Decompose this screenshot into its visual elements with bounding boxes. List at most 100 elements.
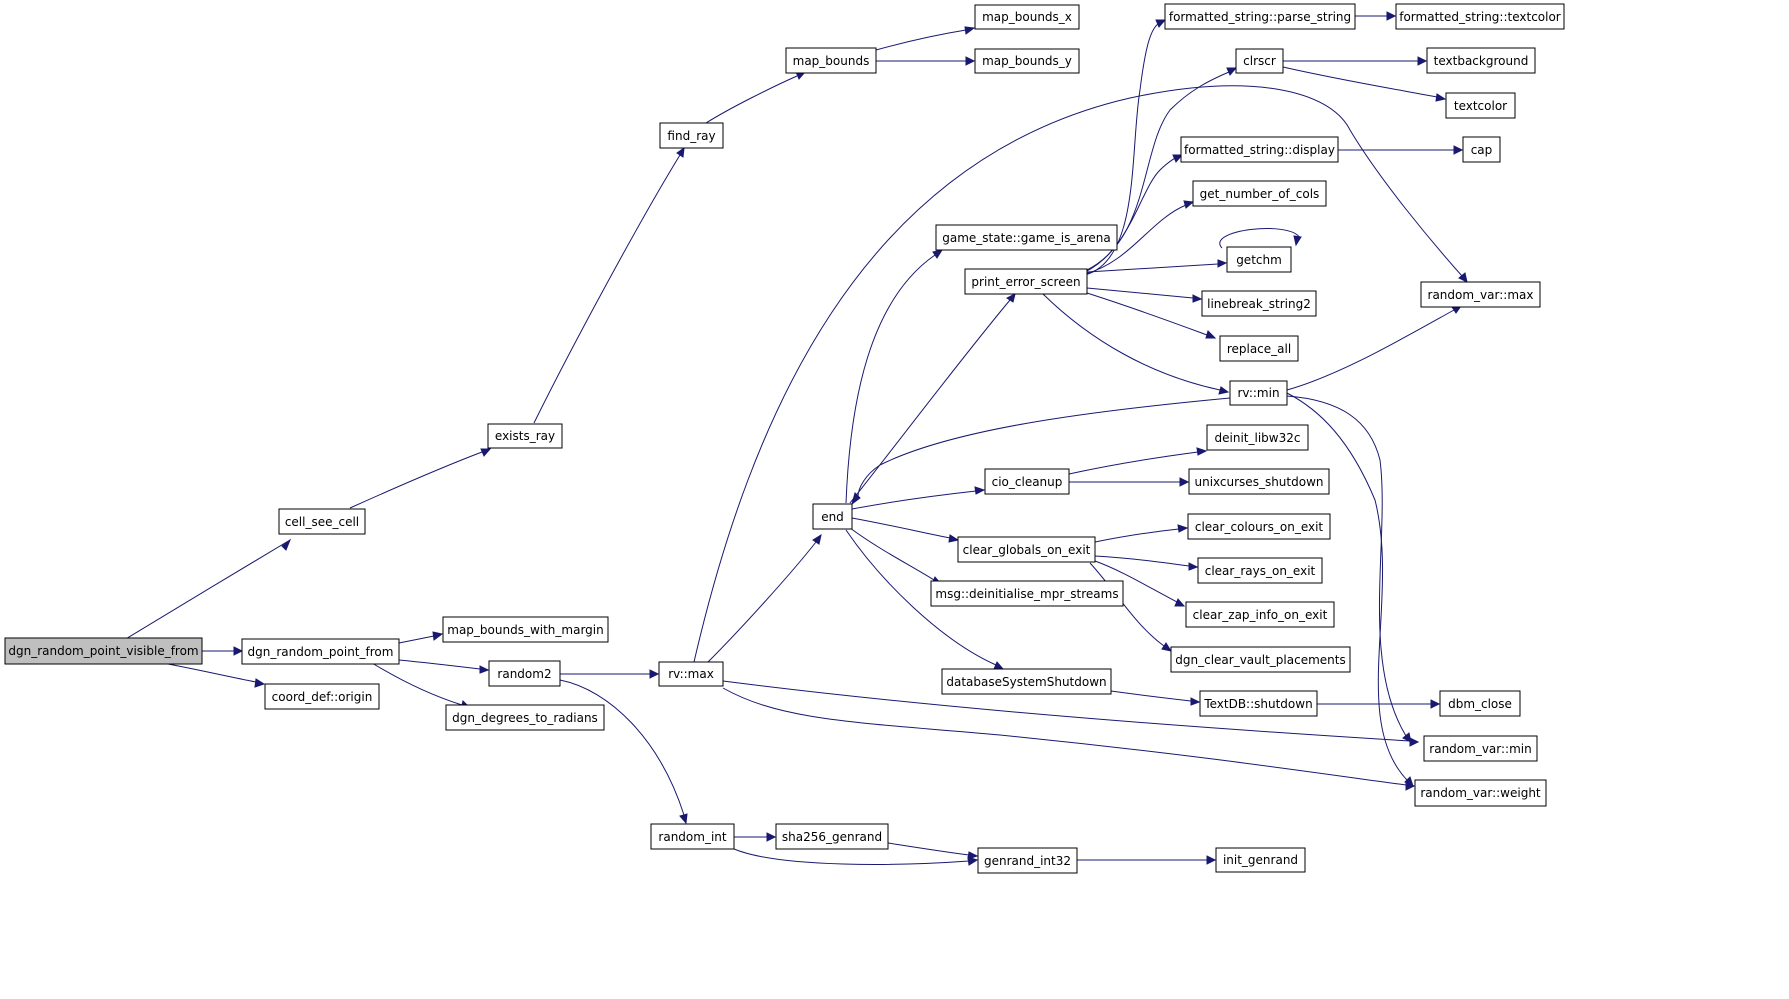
- svg-text:random_var::min: random_var::min: [1429, 742, 1531, 756]
- node-database-system-shutdown[interactable]: databaseSystemShutdown: [941, 668, 1112, 695]
- node-clear-colours-on-exit[interactable]: clear_colours_on_exit: [1187, 513, 1331, 540]
- edge-end-print_error_screen: [849, 293, 1016, 504]
- svg-text:random2: random2: [497, 667, 551, 681]
- edge-print_error_screen-getchm: [1086, 259, 1228, 273]
- svg-text:databaseSystemShutdown: databaseSystemShutdown: [946, 675, 1106, 689]
- node-dgn-degrees-to-radians[interactable]: dgn_degrees_to_radians: [445, 704, 605, 731]
- node-unixcurses-shutdown[interactable]: unixcurses_shutdown: [1188, 468, 1330, 495]
- svg-text:clrscr: clrscr: [1243, 54, 1276, 68]
- edge-end-clear_globals_on_exit: [851, 517, 960, 543]
- svg-text:clear_colours_on_exit: clear_colours_on_exit: [1195, 520, 1324, 534]
- edge-rv_min-random_var_min: [1286, 395, 1412, 743]
- node-clrscr[interactable]: clrscr: [1235, 48, 1284, 74]
- svg-text:dgn_random_point_visible_from: dgn_random_point_visible_from: [8, 644, 198, 658]
- svg-text:random_int: random_int: [658, 830, 726, 844]
- node-init-genrand[interactable]: init_genrand: [1215, 847, 1306, 873]
- node-random-var-weight[interactable]: random_var::weight: [1414, 779, 1547, 807]
- svg-text:clear_zap_info_on_exit: clear_zap_info_on_exit: [1193, 608, 1328, 622]
- edge-genrand_int32-init_genrand: [1077, 855, 1217, 865]
- node-print-error-screen[interactable]: print_error_screen: [964, 268, 1088, 295]
- node-clear-rays-on-exit[interactable]: clear_rays_on_exit: [1197, 557, 1323, 584]
- edge-clrscr-textcolor: [1282, 66, 1447, 102]
- node-clear-zap-info-on-exit[interactable]: clear_zap_info_on_exit: [1185, 601, 1335, 628]
- edge-clear_globals_on_exit-dgn_clear_vault_placements: [1089, 562, 1173, 652]
- edge-print_error_screen-get_number_of_cols: [1084, 200, 1195, 275]
- node-random-int[interactable]: random_int: [650, 823, 735, 850]
- node-exists-ray[interactable]: exists_ray: [487, 423, 563, 449]
- edge-clear_globals_on_exit-clear_colours_on_exit: [1094, 524, 1189, 543]
- node-clear-globals-on-exit[interactable]: clear_globals_on_exit: [957, 536, 1096, 563]
- node-dgn-random-point-visible-from[interactable]: dgn_random_point_visible_from: [4, 637, 203, 665]
- svg-text:sha256_genrand: sha256_genrand: [782, 830, 882, 844]
- node-rv-min[interactable]: rv::min: [1229, 380, 1288, 406]
- node-get-number-of-cols[interactable]: get_number_of_cols: [1192, 180, 1327, 207]
- node-cell-see-cell[interactable]: cell_see_cell: [278, 508, 366, 535]
- node-dgn-clear-vault-placements[interactable]: dgn_clear_vault_placements: [1170, 646, 1351, 673]
- svg-text:coord_def::origin: coord_def::origin: [272, 690, 373, 704]
- svg-text:map_bounds_x: map_bounds_x: [982, 10, 1072, 24]
- edge-map_bounds-map_bounds_x: [875, 26, 976, 51]
- node-dgn-random-point-from[interactable]: dgn_random_point_from: [241, 638, 400, 665]
- edge-clear_globals_on_exit-clear_rays_on_exit: [1094, 555, 1199, 571]
- svg-text:dgn_degrees_to_radians: dgn_degrees_to_radians: [452, 711, 598, 725]
- node-parse-string[interactable]: formatted_string::parse_string: [1164, 3, 1356, 30]
- node-map-bounds-with-margin[interactable]: map_bounds_with_margin: [442, 616, 609, 643]
- edge-random2-random_int: [559, 679, 688, 825]
- edge-dgn_random_point_from-map_bounds_with_margin: [398, 631, 444, 644]
- svg-text:get_number_of_cols: get_number_of_cols: [1200, 187, 1320, 201]
- svg-text:genrand_int32: genrand_int32: [984, 854, 1071, 868]
- node-random-var-max[interactable]: random_var::max: [1420, 281, 1541, 308]
- svg-text:end: end: [821, 510, 844, 524]
- node-genrand-int32[interactable]: genrand_int32: [977, 847, 1078, 874]
- node-game-is-arena[interactable]: game_state::game_is_arena: [935, 224, 1118, 251]
- node-end[interactable]: end: [812, 503, 853, 530]
- svg-text:TextDB::shutdown: TextDB::shutdown: [1203, 697, 1312, 711]
- node-coord-def-origin[interactable]: coord_def::origin: [264, 683, 380, 710]
- edge-random2-rv_max: [560, 669, 660, 679]
- node-deinitialise-mpr-streams[interactable]: msg::deinitialise_mpr_streams: [930, 580, 1124, 607]
- edge-print_error_screen-linebreak_string2: [1086, 287, 1203, 303]
- svg-text:map_bounds_y: map_bounds_y: [982, 54, 1072, 68]
- svg-text:formatted_string::textcolor: formatted_string::textcolor: [1399, 10, 1561, 24]
- svg-text:getchm: getchm: [1236, 253, 1282, 267]
- node-random2[interactable]: random2: [488, 660, 561, 687]
- svg-text:formatted_string::parse_string: formatted_string::parse_string: [1169, 10, 1351, 24]
- node-formatted-string-display[interactable]: formatted_string::display: [1180, 136, 1339, 163]
- node-cap[interactable]: cap: [1462, 136, 1501, 163]
- node-linebreak-string2[interactable]: linebreak_string2: [1201, 290, 1317, 317]
- node-map-bounds[interactable]: map_bounds: [785, 47, 877, 74]
- edge-dgn_random_point_visible_from-coord_def_origin: [167, 663, 266, 688]
- node-textcolor[interactable]: textcolor: [1445, 92, 1516, 119]
- node-find-ray[interactable]: find_ray: [659, 122, 724, 149]
- edge-parse_string-fs_textcolor: [1355, 11, 1397, 21]
- node-map-bounds-y[interactable]: map_bounds_y: [974, 48, 1080, 74]
- node-replace-all[interactable]: replace_all: [1219, 335, 1299, 362]
- svg-text:deinit_libw32c: deinit_libw32c: [1215, 431, 1301, 445]
- edge-rv_min-random_var_max: [1286, 305, 1463, 391]
- edge-end-deinitialise_mpr_streams: [849, 527, 943, 585]
- svg-text:replace_all: replace_all: [1227, 342, 1291, 356]
- node-deinit-libw32c[interactable]: deinit_libw32c: [1206, 424, 1309, 451]
- node-rv-max[interactable]: rv::max: [658, 661, 724, 687]
- node-dbm-close[interactable]: dbm_close: [1439, 690, 1521, 717]
- edge-dgn_random_point_from-dgn_degrees_to_radians: [371, 662, 472, 710]
- svg-text:clear_rays_on_exit: clear_rays_on_exit: [1205, 564, 1316, 578]
- edge-cio_cleanup-deinit_libw32c: [1068, 447, 1208, 475]
- svg-text:dgn_clear_vault_placements: dgn_clear_vault_placements: [1175, 653, 1345, 667]
- node-random-var-min[interactable]: random_var::min: [1423, 735, 1538, 762]
- node-map-bounds-x[interactable]: map_bounds_x: [974, 4, 1080, 30]
- edge-rv_min-end: [851, 397, 1231, 506]
- edge-random_int-sha256_genrand: [734, 832, 777, 842]
- node-formatted-string-textcolor[interactable]: formatted_string::textcolor: [1395, 3, 1565, 30]
- svg-text:linebreak_string2: linebreak_string2: [1207, 297, 1311, 311]
- svg-text:random_var::weight: random_var::weight: [1420, 786, 1541, 800]
- edge-clear_globals_on_exit-clear_zap_info_on_exit: [1094, 560, 1186, 607]
- node-textdb-shutdown[interactable]: TextDB::shutdown: [1199, 690, 1318, 717]
- node-sha256-genrand[interactable]: sha256_genrand: [775, 823, 889, 850]
- node-textbackground[interactable]: textbackground: [1426, 47, 1536, 74]
- edge-end-game_is_arena: [845, 249, 944, 504]
- node-getchm[interactable]: getchm: [1226, 246, 1292, 273]
- node-cio-cleanup[interactable]: cio_cleanup: [984, 468, 1070, 495]
- svg-text:textbackground: textbackground: [1434, 54, 1529, 68]
- svg-text:random_var::max: random_var::max: [1428, 288, 1534, 302]
